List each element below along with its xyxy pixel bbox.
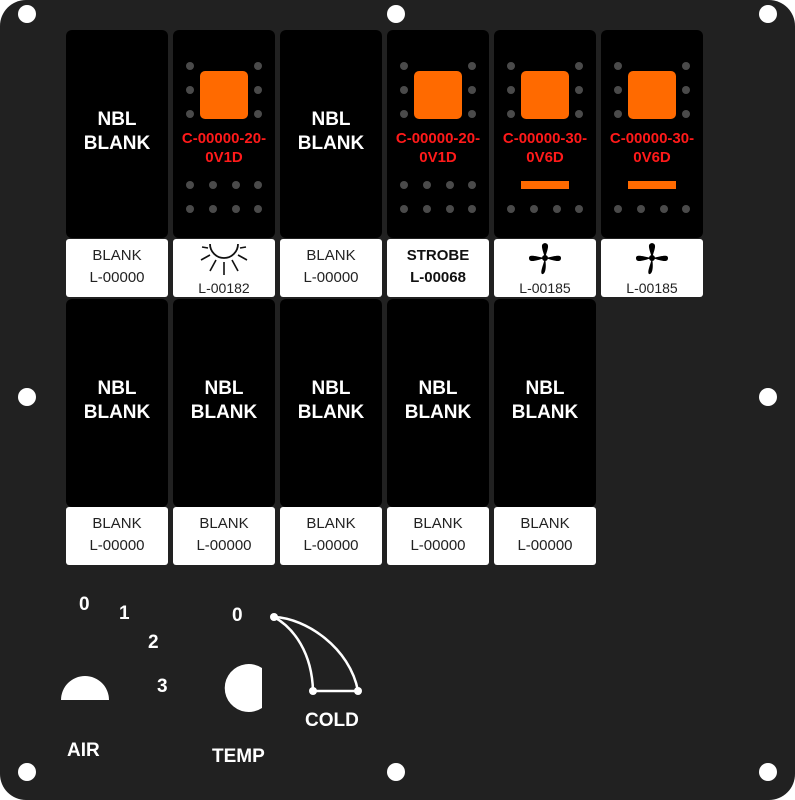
air-label: AIR: [67, 740, 100, 761]
mounting-hole: [387, 763, 405, 781]
rocker-switch-6[interactable]: C-00000-30- 0V6D: [601, 30, 703, 238]
fan-icon: [529, 243, 561, 275]
switch-label-11: BLANK L-00000: [494, 507, 596, 565]
part-number: C-00000-30- 0V6D: [502, 130, 588, 166]
indicator-bar: [521, 181, 569, 189]
temp-label: TEMP: [212, 746, 265, 767]
mounting-hole: [759, 763, 777, 781]
air-position-0: 0: [79, 594, 90, 615]
temp-zero-label: 0: [232, 605, 243, 626]
rocker-switch-4[interactable]: C-00000-20- 0V1D: [387, 30, 489, 238]
switch-label-10: BLANK L-00000: [387, 507, 489, 565]
indicator-bar: [628, 181, 676, 189]
air-knob[interactable]: [59, 662, 111, 702]
switch-label-7: BLANK L-00000: [66, 507, 168, 565]
mounting-hole: [387, 5, 405, 23]
rocker-switch-2[interactable]: C-00000-20- 0V1D: [173, 30, 275, 238]
sun-icon: [200, 243, 248, 275]
mounting-hole: [18, 388, 36, 406]
part-number: C-00000-20- 0V1D: [395, 130, 481, 166]
indicator-led: [200, 71, 248, 119]
air-position-2: 2: [148, 632, 159, 653]
part-number: C-00000-20- 0V1D: [181, 130, 267, 166]
switch-label-6: L-00185: [601, 239, 703, 297]
temp-knob[interactable]: [218, 662, 266, 714]
switch-label-8: BLANK L-00000: [173, 507, 275, 565]
mounting-hole: [18, 5, 36, 23]
indicator-led: [414, 71, 462, 119]
indicator-led: [521, 71, 569, 119]
indicator-led: [628, 71, 676, 119]
mounting-hole: [759, 5, 777, 23]
switch-label-5: L-00185: [494, 239, 596, 297]
switch-label-3: BLANK L-00000: [280, 239, 382, 297]
switch-label-9: BLANK L-00000: [280, 507, 382, 565]
mounting-hole: [18, 763, 36, 781]
mounting-hole: [759, 388, 777, 406]
temp-range-arc: [270, 613, 362, 695]
rocker-switch-5[interactable]: C-00000-30- 0V6D: [494, 30, 596, 238]
part-number: C-00000-30- 0V6D: [609, 130, 695, 166]
temp-cold-label: COLD: [305, 710, 359, 731]
switch-label-1: BLANK L-00000: [66, 239, 168, 297]
air-position-3: 3: [157, 676, 168, 697]
switch-label-4: STROBE L-00068: [387, 239, 489, 297]
air-position-1: 1: [119, 603, 130, 624]
switch-label-2: L-00182: [173, 239, 275, 297]
fan-icon: [636, 243, 668, 275]
